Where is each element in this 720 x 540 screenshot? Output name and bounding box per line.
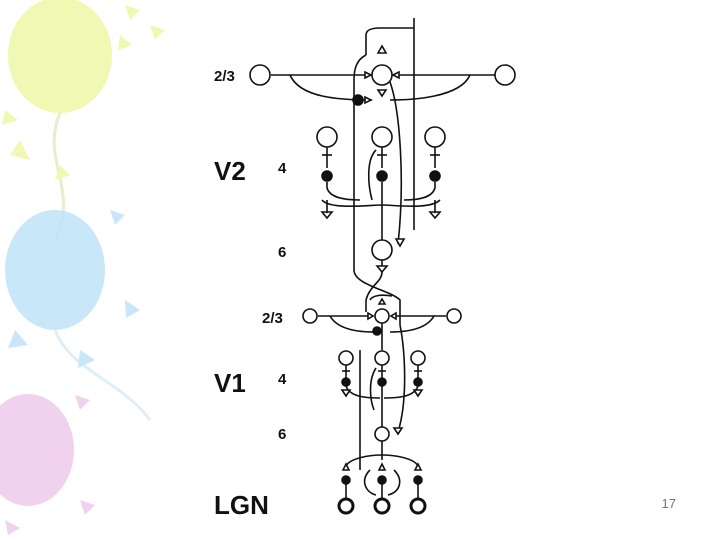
v1-6-synapse [392, 427, 404, 436]
v2-23-synapse [364, 95, 373, 105]
v2-4-right-neuron [424, 126, 446, 148]
v2-23-synapse [376, 44, 388, 54]
v1-4-synapse [412, 389, 424, 398]
lgn-center-inhibitory [377, 475, 387, 485]
lgn-left-neuron [337, 497, 355, 515]
v2-6-to-v1-path [365, 271, 383, 312]
v2-layer-4-label: 4 [278, 160, 287, 177]
pink-balloon [0, 394, 74, 506]
lgn-synapse [377, 462, 387, 471]
v1-4-right-inhibitory [413, 377, 423, 387]
v1-23-center-neuron [374, 308, 390, 324]
v2-23-synapse [391, 70, 400, 80]
v1-4-right-neuron [410, 350, 426, 366]
blue-sparkle [8, 210, 140, 368]
lgn-region-label: LGN [214, 490, 269, 520]
v2-4-right-inhibitory [429, 170, 441, 182]
v2-layer-6-label: 6 [278, 244, 287, 261]
v2-4-center-neuron [371, 126, 393, 148]
v1-4-left-neuron [338, 350, 354, 366]
v2-23-synapse [364, 70, 373, 80]
blue-balloon [5, 210, 105, 330]
lgn-synapse [413, 462, 423, 471]
v1-4-synapse [340, 389, 352, 398]
v1-23-right-neuron [446, 308, 462, 324]
v1-region-label: V1 [214, 368, 246, 398]
v2-23-right-neuron [494, 64, 516, 86]
v1-4-center-neuron [374, 350, 390, 366]
v1-23-inhibitory-cell [372, 326, 382, 336]
v1-layer-6-label: 6 [278, 426, 287, 443]
v1-23-synapse [389, 311, 397, 321]
yellow-balloon [8, 0, 112, 113]
v2-feedback-loop [365, 27, 414, 55]
lgn-synapse [341, 462, 351, 471]
lgn-right-neuron [409, 497, 427, 515]
lgn-left-inhibitory [341, 475, 351, 485]
v2-region-label: V2 [214, 156, 246, 186]
v1-layer-2-3-row [318, 315, 446, 333]
v2-4-center-inhibitory [376, 170, 388, 182]
v2-23-synapse [376, 89, 388, 98]
lgn-right-inhibitory [413, 475, 423, 485]
pink-sparkle [5, 395, 95, 535]
v2-6-neuron [371, 239, 393, 261]
v2-23-to-6-path [389, 81, 403, 245]
page-number: 17 [661, 496, 676, 511]
v2-6-synapse [394, 238, 406, 248]
v2-23-left-neuron [249, 64, 271, 86]
v1-23-left-neuron [302, 308, 318, 324]
v1-23-synapse [367, 311, 375, 321]
v1-4-center-inhibitory [377, 377, 387, 387]
v1-6-neuron [374, 426, 390, 442]
yellow-sparkle [2, 5, 165, 180]
v2-4-left-neuron [316, 126, 338, 148]
balloon-decoration [0, 0, 165, 535]
lgn-center-neuron [373, 497, 391, 515]
v2-23-inhibitory-cell [352, 94, 364, 106]
v2-layer-2-3-label: 2/3 [214, 68, 235, 85]
v1-layer-4-label: 4 [278, 371, 287, 388]
v1-layer-2-3-label: 2/3 [262, 310, 283, 327]
v2-23-center-neuron [371, 64, 393, 86]
v2-4-left-inhibitory [321, 170, 333, 182]
v1-23-synapse [377, 297, 387, 305]
v2-6-synapse [375, 265, 389, 274]
v1-4-left-inhibitory [341, 377, 351, 387]
v2-to-v1-feedback-path [353, 54, 401, 325]
